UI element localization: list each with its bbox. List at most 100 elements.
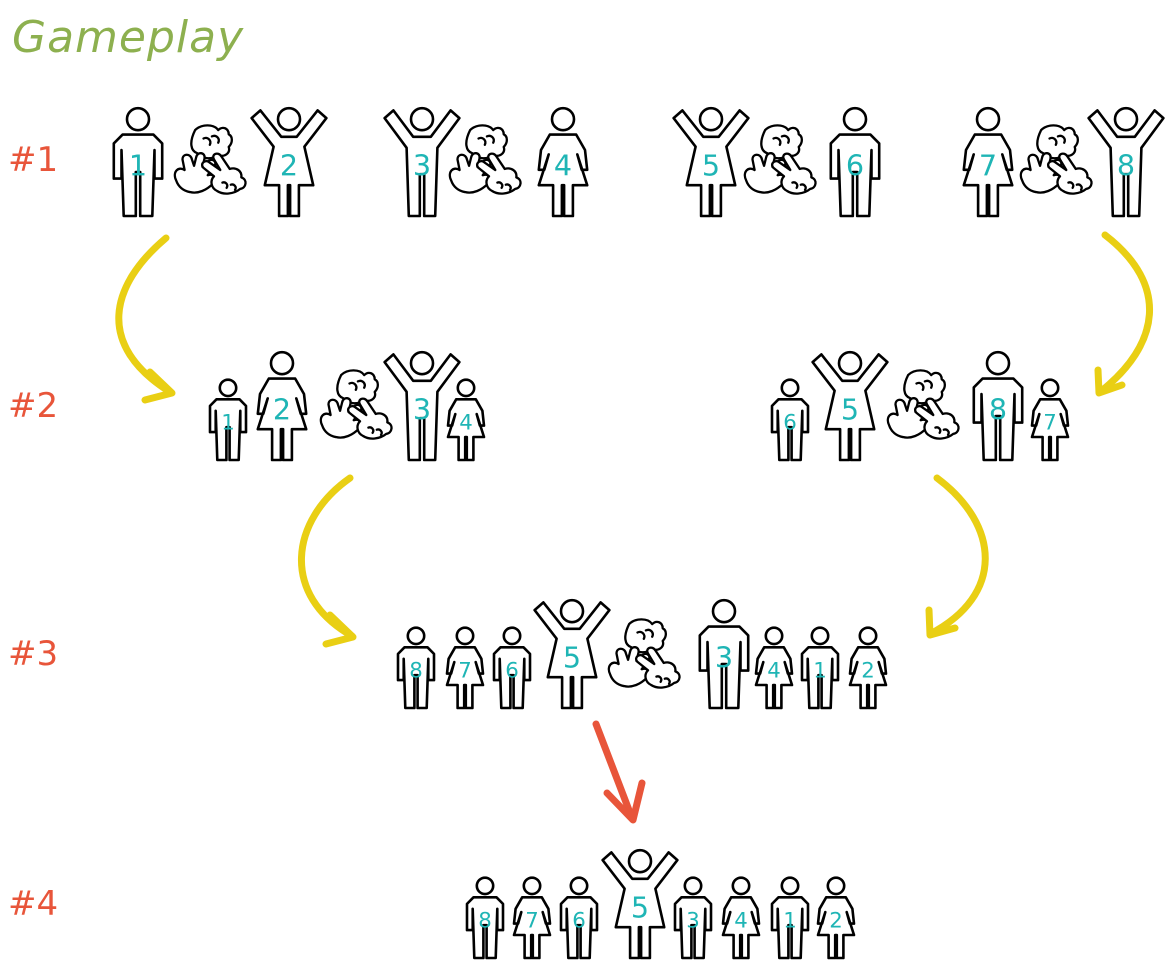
person-icon: 2	[848, 626, 888, 710]
player-number: 3	[413, 148, 431, 182]
player-number: 2	[273, 392, 291, 426]
round-label-1: #1	[8, 140, 59, 180]
person-icon: 3	[383, 350, 461, 462]
peace-hand-icon	[913, 397, 960, 440]
peace-hand-icon	[634, 646, 681, 689]
player-number: 3	[413, 392, 431, 426]
player-number: 8	[409, 659, 423, 684]
person-icon: 3	[698, 598, 750, 710]
person-icon: 5	[672, 106, 750, 218]
player-number: 5	[841, 392, 859, 426]
player-number: 7	[1043, 411, 1057, 436]
arrow-icon	[926, 474, 989, 638]
person-icon: 6	[559, 876, 599, 960]
person-icon: 2	[256, 350, 308, 462]
person-icon: 1	[800, 626, 840, 710]
rps-hands	[1019, 124, 1093, 195]
rps-hands	[448, 124, 522, 195]
player-number: 6	[783, 411, 797, 436]
arrow-icon	[603, 779, 646, 824]
arrow-icon	[1096, 231, 1154, 396]
person-icon: 3	[673, 876, 713, 960]
player-number: 1	[783, 909, 797, 934]
final-arrow	[592, 720, 646, 824]
player-number: 6	[505, 659, 519, 684]
rps-hands	[886, 369, 960, 440]
person-icon: 6	[492, 626, 532, 710]
rps-hands	[173, 124, 247, 195]
arrow-icon	[141, 368, 176, 404]
person-icon: 8	[1087, 106, 1165, 218]
player-number: 3	[686, 909, 700, 934]
person-icon: 1	[208, 378, 248, 462]
open-hand-icon	[743, 152, 787, 194]
person-icon: 7	[512, 876, 552, 960]
person-icon: 5	[811, 350, 889, 462]
fist-icon	[1036, 124, 1079, 160]
player-number: 3	[715, 640, 733, 674]
advance-arrows	[115, 231, 1154, 648]
round-label-3: #3	[8, 634, 59, 674]
player-number: 2	[829, 909, 843, 934]
person-icon: 8	[396, 626, 436, 710]
person-icon: 4	[754, 626, 794, 710]
fist-icon	[336, 369, 379, 405]
arrow-icon	[322, 611, 357, 648]
person-icon: 3	[383, 106, 461, 218]
player-number: 5	[563, 640, 581, 674]
player-number: 8	[989, 392, 1007, 426]
person-icon: 8	[972, 350, 1024, 462]
peace-hand-icon	[200, 152, 247, 195]
person-icon: 4	[721, 876, 761, 960]
round-label-2: #2	[8, 386, 59, 426]
fist-icon	[903, 369, 946, 405]
player-number: 2	[280, 148, 298, 182]
round-label-4: #4	[8, 884, 59, 924]
player-number: 7	[979, 148, 997, 182]
person-icon: 5	[601, 848, 679, 960]
fist-icon	[624, 618, 667, 654]
player-number: 6	[846, 148, 864, 182]
open-hand-icon	[319, 397, 363, 439]
player-number: 8	[1117, 148, 1135, 182]
diagram-title: Gameplay	[12, 12, 245, 63]
person-icon: 7	[1030, 378, 1070, 462]
person-icon: 7	[445, 626, 485, 710]
player-number: 4	[554, 148, 572, 182]
person-icon: 4	[446, 378, 486, 462]
player-number: 1	[129, 148, 147, 182]
player-number: 1	[813, 659, 827, 684]
peace-hand-icon	[475, 152, 522, 195]
peace-hand-icon	[1046, 152, 1093, 195]
player-number: 1	[221, 411, 235, 436]
open-hand-icon	[173, 152, 217, 194]
arrow-icon	[298, 474, 356, 640]
person-icon: 2	[816, 876, 856, 960]
rps-hands	[743, 124, 817, 195]
arrow-icon	[115, 234, 174, 396]
player-number: 4	[767, 659, 781, 684]
fist-icon	[760, 124, 803, 160]
open-hand-icon	[886, 397, 930, 439]
peace-hand-icon	[346, 397, 393, 440]
rps-hands	[319, 369, 393, 440]
player-number: 2	[861, 659, 875, 684]
fist-icon	[190, 124, 233, 160]
arrow-icon	[925, 606, 959, 639]
person-icon: 2	[250, 106, 328, 218]
open-hand-icon	[607, 646, 651, 688]
person-icon: 1	[112, 106, 164, 218]
open-hand-icon	[1019, 152, 1063, 194]
arrow-icon	[1094, 366, 1126, 397]
arrow-icon	[592, 720, 636, 822]
person-icon: 5	[533, 598, 611, 710]
open-hand-icon	[448, 152, 492, 194]
person-icon: 7	[962, 106, 1014, 218]
player-number: 7	[458, 659, 472, 684]
player-number: 4	[734, 909, 748, 934]
person-icon: 6	[770, 378, 810, 462]
rps-hands	[607, 618, 681, 689]
